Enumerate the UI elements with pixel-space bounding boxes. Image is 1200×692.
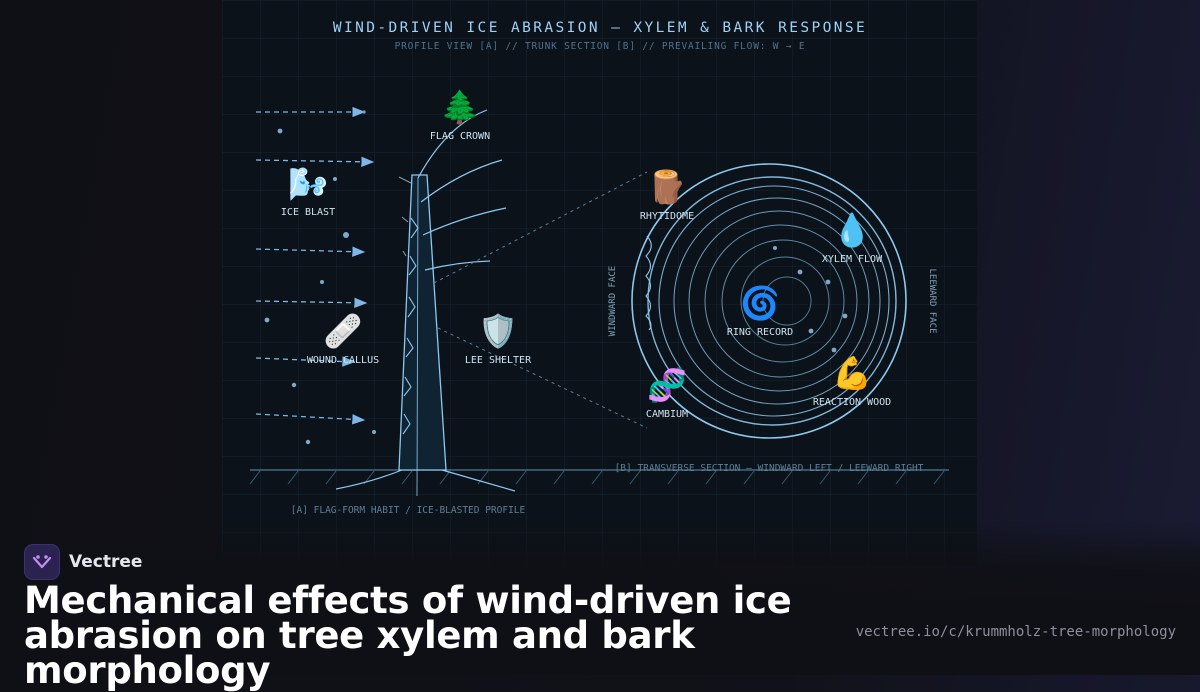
- ring-record-label: RING RECORD: [727, 327, 793, 338]
- flag-crown-label: FLAG CROWN: [430, 131, 490, 142]
- diagram-panel: WIND-DRIVEN ICE ABRASION — XYLEM & BARK …: [222, 0, 977, 565]
- callout-xylem-flow: 💧 XYLEM FLOW: [822, 211, 883, 265]
- source-url[interactable]: vectree.io/c/krummholz-tree-morphology: [855, 624, 1176, 640]
- wound-callus-label: WOUND CALLUS: [307, 355, 379, 366]
- wind-arrow: [255, 413, 366, 425]
- wood-log-icon: 🪵: [647, 168, 687, 206]
- headline: Mechanical effects of wind-driven ice ab…: [24, 579, 792, 692]
- xylem-flow-label: XYLEM FLOW: [822, 254, 883, 265]
- dna-icon: 🧬: [647, 366, 687, 404]
- callout-ice-blast: 🌬️ ICE BLAST: [281, 165, 335, 218]
- flag-tree: [335, 109, 516, 497]
- vectree-logo-icon: [32, 555, 52, 569]
- profile-caption: [A] FLAG-FORM HABIT / ICE-BLASTED PROFIL…: [291, 505, 526, 516]
- callout-wound-callus: 🩹 WOUND CALLUS: [307, 312, 379, 366]
- windward-bark-damage: [645, 235, 652, 331]
- wind-arrow: [255, 297, 368, 308]
- tree-trunk: [398, 174, 447, 471]
- section-connectors: [433, 171, 648, 429]
- reaction-wood-label: REACTION WOOD: [813, 397, 891, 408]
- shield-icon: 🛡️: [478, 312, 518, 350]
- callout-rhytidome: 🪵 RHYTIDOME: [640, 168, 694, 222]
- bandage-icon: 🩹: [323, 312, 363, 350]
- bark-scars: [402, 217, 419, 435]
- callout-flag-crown: 🌲 FLAG CROWN: [430, 88, 490, 142]
- footer-shade: [0, 520, 1200, 675]
- callout-cambium: 🧬 CAMBIUM: [646, 366, 688, 420]
- flexed-biceps-icon: 💪: [832, 354, 872, 392]
- section-caption: [B] TRANSVERSE SECTION — WINDWARD LEFT /…: [615, 463, 924, 474]
- callout-ring-record: 🌀 RING RECORD: [727, 284, 793, 338]
- callout-lee-shelter: 🛡️ LEE SHELTER: [465, 312, 532, 366]
- wind-arrow: [255, 246, 366, 257]
- brand-name: Vectree: [69, 552, 143, 572]
- brand: Vectree: [24, 544, 142, 580]
- diagram-title: WIND-DRIVEN ICE ABRASION — XYLEM & BARK …: [333, 20, 867, 36]
- tree-roots: [335, 469, 516, 492]
- lee-shelter-label: LEE SHELTER: [465, 355, 532, 366]
- cambium-label: CAMBIUM: [646, 409, 688, 420]
- ice-blast-label: ICE BLAST: [281, 207, 335, 218]
- ice-particles: [264, 110, 376, 445]
- callout-reaction-wood: 💪 REACTION WOOD: [813, 354, 891, 408]
- ground-line: [249, 469, 949, 485]
- diagram-subtitle: PROFILE VIEW [A] // TRUNK SECTION [B] //…: [395, 41, 806, 52]
- wind-arrow: [255, 156, 375, 167]
- vessel-dots: [773, 246, 848, 353]
- evergreen-tree-icon: 🌲: [440, 88, 480, 126]
- wind-arrows: [255, 106, 375, 425]
- wind-face-icon: 🌬️: [288, 165, 328, 203]
- wind-arrow: [255, 356, 356, 367]
- brand-logo: [24, 544, 60, 580]
- windward-face-label: WINDWARD FACE: [608, 266, 618, 336]
- leeward-face-label: LEEWARD FACE: [927, 268, 937, 333]
- cyclone-icon: 🌀: [740, 284, 780, 322]
- trunk-cross-section: [631, 163, 907, 439]
- droplet-icon: 💧: [832, 211, 872, 249]
- abrasion-diagram: WIND-DRIVEN ICE ABRASION — XYLEM & BARK …: [249, 20, 949, 516]
- rhytidome-label: RHYTIDOME: [640, 211, 694, 222]
